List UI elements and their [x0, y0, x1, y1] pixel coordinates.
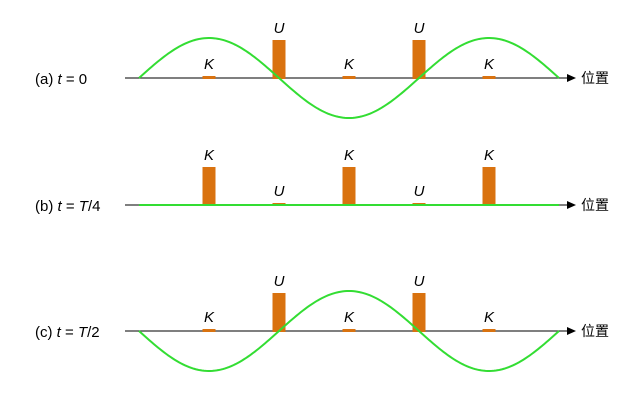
axis-arrow-icon: [567, 74, 576, 82]
diagram-row-b: (b) t = T/4 位置 K U K U K: [35, 147, 609, 215]
row-label-value: T: [78, 324, 89, 341]
row-label-equals: =: [62, 71, 79, 88]
energy-bar-k: [202, 329, 216, 332]
row-label-b: (b) t = T/4: [35, 198, 100, 215]
energy-bar-label: U: [274, 20, 285, 37]
energy-bar-k: [482, 329, 496, 332]
energy-bar-k: [342, 76, 356, 79]
row-label-prefix: (b): [35, 198, 58, 215]
diagram-row-c: (c) t = T/2 位置 K U K U K: [35, 273, 609, 373]
energy-bar-k: [202, 76, 216, 79]
row-label-value: T: [79, 198, 90, 215]
energy-bar-label: U: [274, 183, 285, 200]
energy-bar-u: [272, 293, 286, 332]
energy-bar-u: [272, 40, 286, 79]
energy-bar-label: K: [204, 147, 215, 164]
axis-label-position: 位置: [581, 198, 609, 214]
energy-bar-label: K: [344, 147, 355, 164]
energy-bar-label: K: [344, 56, 355, 73]
energy-bar-label: U: [414, 20, 425, 37]
row-label-value: 0: [79, 71, 87, 88]
energy-bar-label: K: [204, 309, 215, 326]
energy-bar-label: K: [484, 309, 495, 326]
energy-bar-k: [342, 167, 356, 206]
diagram-row-a: (a) t = 0 位置 K U K U K: [35, 20, 609, 120]
row-label-a: (a) t = 0: [35, 71, 87, 88]
axis-arrow-icon: [567, 327, 576, 335]
row-label-variable: t: [58, 198, 63, 215]
row-label-value-suffix: /2: [87, 324, 100, 341]
energy-bar-k: [482, 167, 496, 206]
energy-bar-label: U: [414, 273, 425, 290]
row-label-equals: =: [61, 324, 78, 341]
row-label-value-suffix: /4: [88, 198, 101, 215]
energy-bar-label: U: [414, 183, 425, 200]
energy-bar-u: [412, 293, 426, 332]
row-label-variable: t: [58, 71, 63, 88]
row-label-prefix: (c): [35, 324, 57, 341]
axis-label-position: 位置: [581, 324, 609, 340]
displacement-wave: [138, 289, 560, 373]
energy-bar-k: [482, 76, 496, 79]
energy-bar-label: K: [204, 56, 215, 73]
axis-arrow-icon: [567, 201, 576, 209]
energy-bar-label: K: [484, 56, 495, 73]
energy-bar-k: [342, 329, 356, 332]
row-label-prefix: (a): [35, 71, 58, 88]
row-label-c: (c) t = T/2: [35, 324, 100, 341]
displacement-wave: [138, 36, 560, 120]
energy-bar-label: K: [484, 147, 495, 164]
row-label-equals: =: [62, 198, 79, 215]
axis-label-position: 位置: [581, 71, 609, 87]
row-label-variable: t: [57, 324, 62, 341]
energy-bar-label: U: [274, 273, 285, 290]
energy-bar-label: K: [344, 309, 355, 326]
energy-bar-u: [412, 40, 426, 79]
energy-bar-k: [202, 167, 216, 206]
